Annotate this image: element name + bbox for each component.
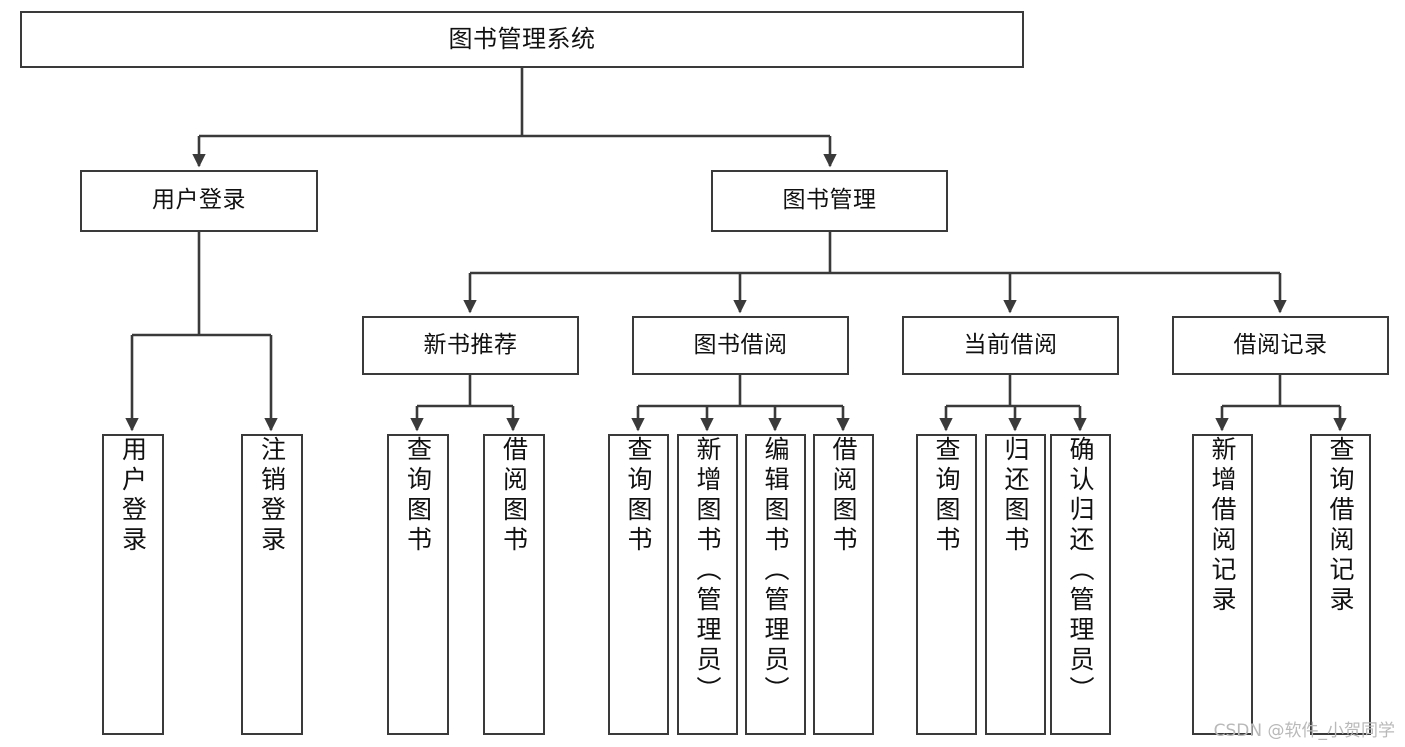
node-leaf-return-book[interactable]: 归还图书 (985, 434, 1046, 735)
node-label: 查询图书 (932, 436, 961, 556)
node-label: 新书推荐 (423, 331, 518, 358)
node-label: 注销登录 (257, 436, 287, 556)
node-leaf-logout[interactable]: 注销登录 (241, 434, 303, 735)
node-user-login[interactable]: 用户登录 (80, 170, 318, 232)
node-leaf-borrow-book-recommend[interactable]: 借阅图书 (483, 434, 545, 735)
node-label: 查询借阅记录 (1326, 436, 1355, 616)
node-label: 图书借阅 (693, 331, 788, 358)
node-label: 新增图书（管理员） (693, 436, 722, 706)
node-leaf-add-borrow-record[interactable]: 新增借阅记录 (1192, 434, 1253, 735)
node-leaf-query-book-recommend[interactable]: 查询图书 (387, 434, 449, 735)
node-label: 用户登录 (152, 187, 246, 214)
node-leaf-query-book-borrow[interactable]: 查询图书 (608, 434, 669, 735)
node-book-borrow[interactable]: 图书借阅 (632, 316, 849, 375)
csdn-watermark: CSDN @软件_小贺同学 (1213, 721, 1395, 741)
node-label: 确认归还（管理员） (1066, 436, 1095, 706)
node-root-book-management-system[interactable]: 图书管理系统 (20, 11, 1024, 68)
node-current-borrow[interactable]: 当前借阅 (902, 316, 1119, 375)
node-leaf-borrow-book[interactable]: 借阅图书 (813, 434, 874, 735)
node-leaf-user-login[interactable]: 用户登录 (102, 434, 164, 735)
node-label: 编辑图书（管理员） (761, 436, 790, 706)
node-leaf-edit-book-admin[interactable]: 编辑图书（管理员） (745, 434, 806, 735)
node-label: 新增借阅记录 (1208, 436, 1237, 616)
node-borrow-record[interactable]: 借阅记录 (1172, 316, 1389, 375)
node-label: 借阅记录 (1233, 331, 1328, 358)
node-label: 归还图书 (1001, 436, 1030, 556)
node-label: 图书管理系统 (448, 25, 596, 54)
node-leaf-query-borrow-record[interactable]: 查询借阅记录 (1310, 434, 1371, 735)
node-book-management[interactable]: 图书管理 (711, 170, 948, 232)
node-label: 借阅图书 (499, 436, 529, 556)
node-label: 图书管理 (782, 187, 877, 214)
node-label: 用户登录 (118, 436, 148, 556)
node-label: 借阅图书 (829, 436, 858, 556)
node-label: 查询图书 (624, 436, 653, 556)
node-leaf-query-book-current[interactable]: 查询图书 (916, 434, 977, 735)
node-new-book-recommend[interactable]: 新书推荐 (362, 316, 579, 375)
node-leaf-confirm-return-admin[interactable]: 确认归还（管理员） (1050, 434, 1111, 735)
node-label: 当前借阅 (963, 331, 1058, 358)
node-label: 查询图书 (403, 436, 433, 556)
node-leaf-add-book-admin[interactable]: 新增图书（管理员） (677, 434, 738, 735)
